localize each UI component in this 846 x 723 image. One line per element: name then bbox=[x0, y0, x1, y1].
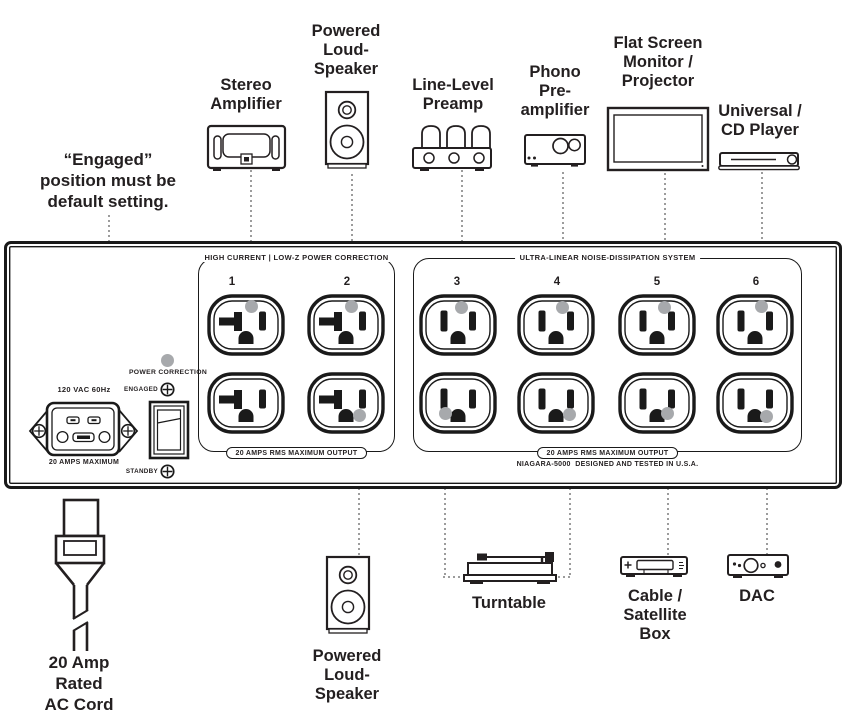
outlet-5-lower bbox=[618, 372, 696, 434]
flat-screen-icon bbox=[606, 106, 710, 172]
engaged-note: “Engaged” position must be default setti… bbox=[40, 150, 176, 211]
group1-label: HIGH CURRENT | LOW-Z POWER CORRECTION bbox=[199, 253, 394, 262]
dot-outlet-4-lower bbox=[563, 408, 576, 421]
group2-label: ULTRA-LINEAR NOISE-DISSIPATION SYSTEM bbox=[514, 253, 701, 262]
standby-label: STANDBY bbox=[125, 468, 158, 475]
powered-loudspeaker-bottom-label: Powered Loud- Speaker bbox=[312, 647, 382, 703]
flat-screen-label: Flat Screen Monitor / Projector bbox=[613, 34, 703, 90]
outlet-3-number: 3 bbox=[453, 276, 461, 288]
dot-outlet-3-lower bbox=[439, 407, 452, 420]
inlet-voltage-label: 120 VAC 60Hz bbox=[57, 385, 111, 394]
dot-power-correction bbox=[161, 354, 174, 367]
outlet-1-lower bbox=[207, 372, 285, 434]
outlet-5 bbox=[618, 294, 696, 356]
cable-satellite-box-label: Cable / Satellite Box bbox=[623, 587, 687, 643]
outlet-2-lower bbox=[307, 372, 385, 434]
stereo-amplifier-icon bbox=[206, 124, 287, 171]
outlet-4-number: 4 bbox=[553, 276, 561, 288]
dac-icon bbox=[727, 554, 789, 578]
outlet-1-number: 1 bbox=[228, 276, 236, 288]
outlet-6-number: 6 bbox=[752, 276, 760, 288]
phono-preamplifier-icon bbox=[524, 134, 586, 167]
phono-preamplifier-label: Phono Pre- amplifier bbox=[520, 63, 590, 119]
outlet-5-number: 5 bbox=[653, 276, 661, 288]
outlet-2-number: 2 bbox=[343, 276, 351, 288]
connector-stereo-amplifier bbox=[250, 170, 252, 306]
outlet-3-lower bbox=[419, 372, 497, 434]
ac-inlet-icon bbox=[28, 401, 139, 457]
dot-outlet-6-lower bbox=[760, 410, 773, 423]
turntable-icon bbox=[463, 552, 557, 584]
group2-output-label: 20 AMPS RMS MAXIMUM OUTPUT bbox=[536, 446, 679, 459]
dot-outlet-6 bbox=[755, 300, 768, 313]
turntable-label: Turntable bbox=[472, 594, 546, 612]
universal-cd-player-icon bbox=[718, 152, 800, 171]
connector-turntable-left-h bbox=[443, 576, 463, 578]
inlet-amps-label: 20 AMPS MAXIMUM bbox=[48, 459, 120, 466]
line-level-preamp-icon bbox=[412, 125, 492, 171]
connector-flat-screen bbox=[664, 173, 666, 304]
power-correction-label: POWER CORRECTION bbox=[128, 369, 208, 376]
connector-powered-loudspeaker bbox=[351, 174, 353, 304]
connector-dac bbox=[766, 423, 768, 556]
cable-satellite-box-icon bbox=[620, 556, 688, 577]
dot-outlet-2-lower bbox=[353, 409, 366, 422]
group1-output-label: 20 AMPS RMS MAXIMUM OUTPUT bbox=[225, 446, 368, 459]
ac-cord-label: 20 Amp Rated AC Cord bbox=[44, 653, 114, 714]
dot-outlet-3 bbox=[455, 301, 468, 314]
dot-outlet-2 bbox=[345, 300, 358, 313]
connector-cable-box bbox=[667, 423, 669, 556]
stereo-amplifier-label: Stereo Amplifier bbox=[210, 76, 282, 113]
dot-outlet-5 bbox=[658, 301, 671, 314]
universal-cd-player-label: Universal / CD Player bbox=[718, 102, 802, 139]
connector-speaker-bottom bbox=[358, 423, 360, 557]
outlet-group-ultra-linear: ULTRA-LINEAR NOISE-DISSIPATION SYSTEM 20… bbox=[413, 253, 802, 459]
outlet-4-lower bbox=[517, 372, 595, 434]
dot-outlet-4 bbox=[556, 301, 569, 314]
connector-turntable-right-v bbox=[569, 423, 571, 578]
ac-cord-icon bbox=[54, 498, 106, 651]
connector-phono-preamplifier bbox=[562, 172, 564, 304]
dot-outlet-1 bbox=[245, 300, 258, 313]
dot-outlet-5-lower bbox=[661, 407, 674, 420]
unit-footer-text: NIAGARA-5000 DESIGNED AND TESTED IN U.S.… bbox=[516, 461, 699, 468]
dac-label: DAC bbox=[739, 587, 775, 605]
powered-loudspeaker-label: Powered Loud- Speaker bbox=[311, 22, 381, 78]
outlet-6-lower bbox=[716, 372, 794, 434]
engaged-screw-icon bbox=[160, 382, 175, 397]
line-level-preamp-label: Line-Level Preamp bbox=[412, 76, 494, 113]
powered-loudspeaker-icon bbox=[324, 90, 370, 172]
connector-turntable-right-h bbox=[553, 576, 571, 578]
connector-turntable-left-v bbox=[444, 423, 446, 578]
powered-loudspeaker-bottom-icon bbox=[325, 555, 371, 637]
standby-screw-icon bbox=[160, 464, 175, 479]
connector-universal-cd bbox=[761, 172, 763, 304]
connector-line-level-preamp bbox=[461, 170, 463, 304]
engaged-label: ENGAGED bbox=[124, 386, 158, 393]
power-switch-rocker bbox=[148, 400, 190, 460]
outlet-group-high-current: HIGH CURRENT | LOW-Z POWER CORRECTION 20… bbox=[198, 253, 395, 459]
